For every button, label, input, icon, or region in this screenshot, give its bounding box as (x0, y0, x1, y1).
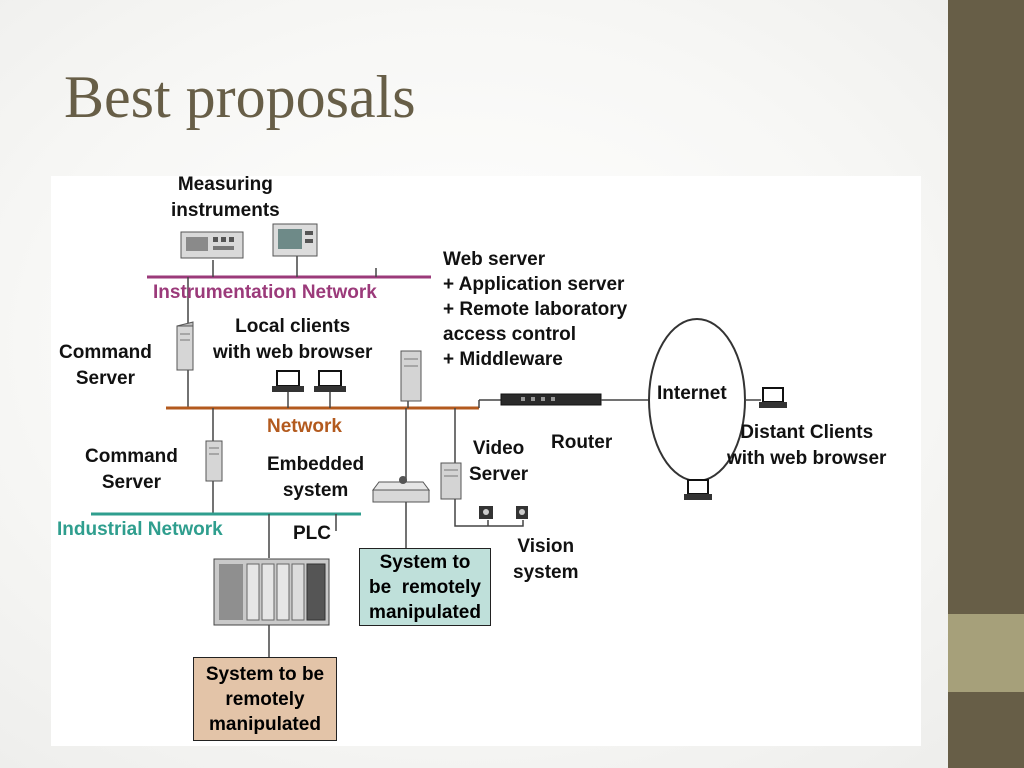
plc-icon (213, 558, 330, 626)
distant-client-laptop-icon (759, 387, 787, 408)
industrial-network-label: Industrial Network (57, 519, 223, 540)
measuring-instruments-label: Measuring instruments (171, 176, 280, 221)
plc-label: PLC (293, 523, 331, 544)
measuring-instrument-icon (180, 231, 244, 259)
network-label: Network (267, 416, 342, 437)
oscilloscope-icon (272, 223, 318, 257)
video-server-label: Video Server (469, 438, 529, 485)
local-clients-label: Local clients with web browser (213, 316, 373, 363)
camera-icon (516, 506, 528, 519)
embedded-system-label: Embedded system (267, 454, 365, 501)
instrumentation-network-label: Instrumentation Network (153, 282, 377, 303)
embedded-system-icon (372, 476, 430, 503)
video-server-icon (440, 462, 462, 500)
command-server-top-label: Command Server (59, 342, 152, 389)
slide-title: Best proposals (64, 64, 416, 130)
web-server-icon (400, 350, 422, 402)
distant-clients-label: Distant Clients with web browser (727, 422, 887, 469)
network-diagram: Measuring instruments Instrumentation Ne… (51, 176, 921, 746)
web-server-label: Web server + Application server + Remote… (443, 249, 628, 370)
command-server-top-icon (176, 321, 194, 371)
router-icon (500, 393, 602, 406)
internet-label: Internet (657, 383, 727, 404)
system-to-be-manipulated-box-bottom: System to be remotely manipulated (193, 657, 337, 741)
camera-icon (479, 506, 493, 519)
distant-client-laptop-icon (684, 479, 712, 500)
laptop-icon (314, 370, 346, 392)
command-server-bottom-label: Command Server (85, 446, 178, 493)
command-server-bottom-icon (205, 440, 223, 482)
vision-system-label: Vision system (513, 536, 579, 583)
router-label: Router (551, 432, 613, 453)
laptop-icon (272, 370, 304, 392)
system-to-be-manipulated-box-middle: System to be remotely manipulated (359, 548, 491, 626)
side-bar-accent (948, 614, 1024, 692)
diagram-graphics (91, 223, 787, 657)
